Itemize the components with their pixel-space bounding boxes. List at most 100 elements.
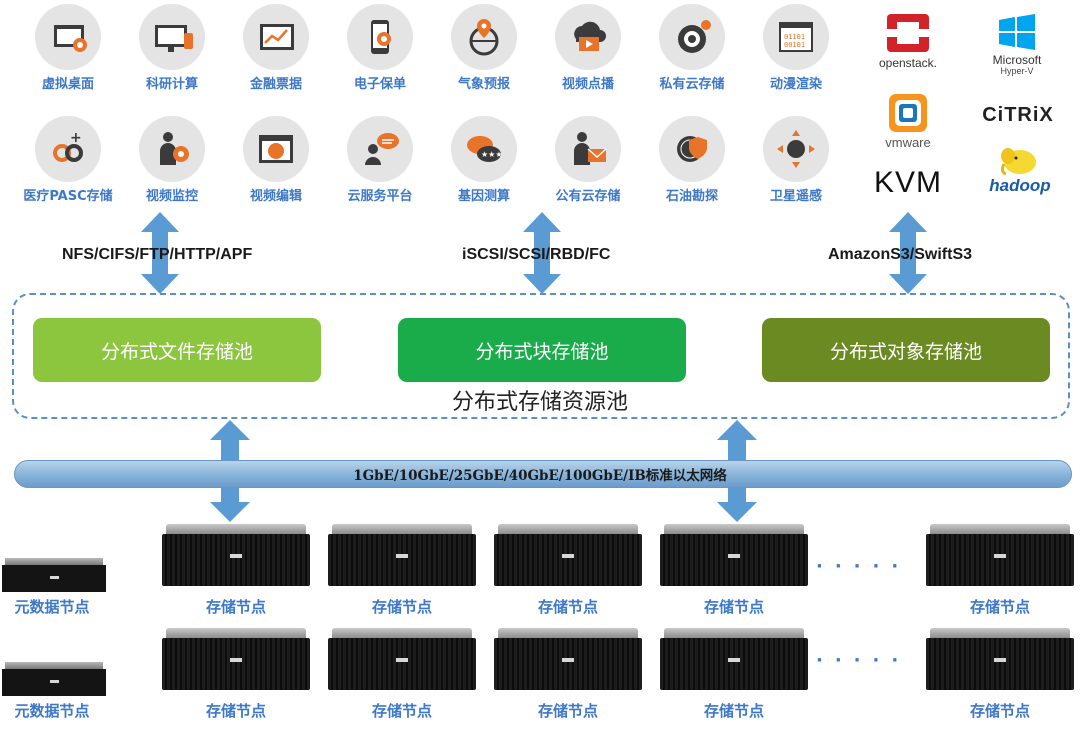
openstack-label: openstack. xyxy=(878,56,938,70)
window-globe-icon xyxy=(243,116,309,182)
app-item: 气象预报 xyxy=(432,4,536,92)
file-protocols-label: NFS/CIFS/FTP/HTTP/APF xyxy=(62,246,253,263)
storage-server xyxy=(926,524,1074,586)
app-label: 科研计算 xyxy=(145,77,198,92)
person-gear-icon xyxy=(139,116,205,182)
microsoft-hyperv-logo: Microsoft Hyper-V xyxy=(976,14,1058,76)
globe-arrows-icon xyxy=(763,116,829,182)
globe-gear-icon xyxy=(659,4,725,70)
openstack-logo: openstack. xyxy=(868,12,948,70)
svg-text:+: + xyxy=(70,130,82,146)
app-label: 医疗PASC存储 xyxy=(23,189,113,204)
cloud-video-icon xyxy=(555,4,621,70)
app-label: 基因测算 xyxy=(457,189,510,204)
citrix-logo: CiTRiX xyxy=(976,104,1060,127)
right-pool-network-arrow xyxy=(717,420,757,460)
app-item: 云服务平台 xyxy=(328,116,432,204)
metadata-node-label: 元数据节点 xyxy=(14,702,90,720)
object-protocols-label: AmazonS3/SwiftS3 xyxy=(828,246,973,263)
file-storage-pool: 分布式文件存储池 xyxy=(33,318,321,382)
finance-chart-icon xyxy=(243,4,309,70)
block-protocol-arrow xyxy=(523,212,561,294)
protocol-arrows xyxy=(141,212,927,294)
metadata-server xyxy=(2,662,106,696)
citrix-label: CiTRiX xyxy=(982,104,1054,126)
person-chat-icon xyxy=(347,116,413,182)
storage-server xyxy=(328,524,476,586)
globe-pin-icon xyxy=(451,4,517,70)
vmware-logo: vmware xyxy=(870,92,946,150)
mobile-gear-icon xyxy=(347,4,413,70)
app-item: 石油勘探 xyxy=(640,116,744,204)
app-label: 电子保单 xyxy=(353,77,406,92)
block-protocols-label: iSCSI/SCSI/RBD/FC xyxy=(462,246,611,263)
app-label: 虚拟桌面 xyxy=(41,77,94,92)
storage-node-label: 存储节点 xyxy=(537,598,598,616)
storage-server xyxy=(328,628,476,690)
hadoop-logo: hadoop xyxy=(978,146,1062,196)
app-label: 石油勘探 xyxy=(665,189,718,204)
metadata-server xyxy=(2,558,106,592)
windows-icon xyxy=(999,14,1035,50)
object-storage-pool: 分布式对象存储池 xyxy=(762,318,1050,382)
hyperv-label: Hyper-V xyxy=(1000,66,1034,76)
microsoft-label: Microsoft xyxy=(992,53,1042,67)
more-nodes-ellipsis-row2: ····· xyxy=(816,650,911,671)
metadata-node-label: 元数据节点 xyxy=(14,598,90,616)
app-item: 视频点播 xyxy=(536,4,640,92)
storage-server xyxy=(162,524,310,586)
vmware-label: vmware xyxy=(885,135,931,150)
storage-server xyxy=(494,524,642,586)
svg-text:00101: 00101 xyxy=(784,41,805,49)
svg-text:★★★: ★★★ xyxy=(481,150,503,159)
virtual-desktop-icon xyxy=(35,4,101,70)
distributed-resource-pool xyxy=(12,293,1070,419)
app-label: 视频编辑 xyxy=(249,189,302,204)
storage-node-label: 存储节点 xyxy=(969,598,1030,616)
app-item: 视频监控 xyxy=(120,116,224,204)
storage-node-label: 存储节点 xyxy=(969,702,1030,720)
app-item: ★★★ 基因测算 xyxy=(432,116,536,204)
object-protocol-arrow xyxy=(889,212,927,294)
app-label: 气象预报 xyxy=(457,77,510,92)
app-item: 虚拟桌面 xyxy=(16,4,120,92)
block-storage-pool: 分布式块存储池 xyxy=(398,318,686,382)
file-protocol-arrow xyxy=(141,212,179,294)
openstack-icon xyxy=(887,14,929,52)
person-mail-icon xyxy=(555,116,621,182)
app-label: 公有云存储 xyxy=(555,189,621,204)
storage-node-label: 存储节点 xyxy=(371,702,432,720)
app-item: 公有云存储 xyxy=(536,116,640,204)
right-network-node-arrow xyxy=(717,488,757,522)
ethernet-network-bus xyxy=(14,460,1072,488)
ethernet-network-label: 1GbE/10GbE/25GbE/40GbE/100GbE/IB标准以太网络 xyxy=(353,468,727,484)
vmware-icon xyxy=(889,94,927,132)
globe-shield-icon xyxy=(659,116,725,182)
kvm-logo: KVM xyxy=(860,166,956,200)
storage-server xyxy=(926,628,1074,690)
hadoop-label: hadoop xyxy=(989,176,1051,195)
storage-server xyxy=(494,628,642,690)
app-item: 视频编辑 xyxy=(224,116,328,204)
app-label: 卫星遥感 xyxy=(769,189,822,204)
storage-node-label: 存储节点 xyxy=(537,702,598,720)
storage-node-label: 存储节点 xyxy=(205,598,266,616)
left-pool-network-arrow xyxy=(210,420,250,460)
storage-node-label: 存储节点 xyxy=(703,598,764,616)
hadoop-elephant-icon xyxy=(1000,148,1036,176)
storage-server xyxy=(162,628,310,690)
more-nodes-ellipsis-row1: ····· xyxy=(816,556,911,577)
left-network-node-arrow xyxy=(210,488,250,522)
app-label: 视频点播 xyxy=(561,77,614,92)
storage-node-label: 存储节点 xyxy=(205,702,266,720)
app-item: 电子保单 xyxy=(328,4,432,92)
app-label: 金融票据 xyxy=(249,77,302,92)
chain-plus-icon: + xyxy=(35,116,101,182)
app-label: 云服务平台 xyxy=(347,189,413,204)
app-label: 视频监控 xyxy=(145,189,198,204)
app-item: 科研计算 xyxy=(120,4,224,92)
computer-icon xyxy=(139,4,205,70)
app-item: 卫星遥感 xyxy=(744,116,848,204)
